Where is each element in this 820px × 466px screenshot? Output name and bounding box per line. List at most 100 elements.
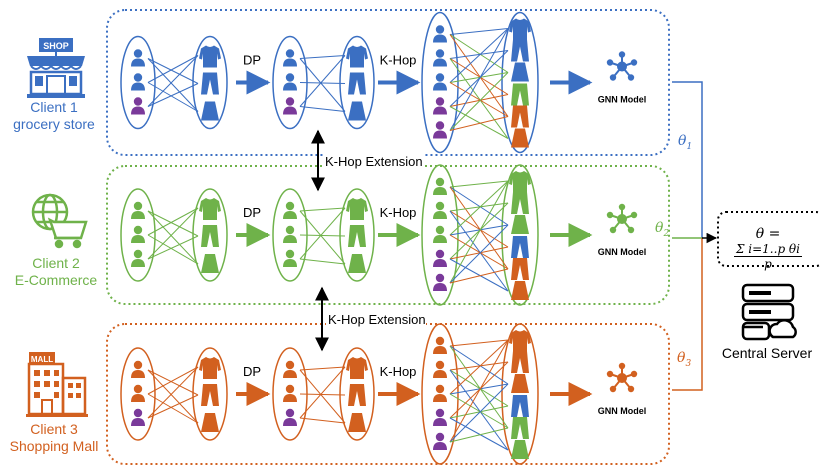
edge [147, 55, 199, 107]
theta1-link [672, 81, 703, 238]
edge [299, 55, 346, 107]
edge [147, 393, 199, 424]
edge [449, 393, 509, 429]
khop-extension-label-1: K-Hop Extension [325, 154, 423, 169]
edge [449, 258, 509, 292]
gnn-model-label: GNN Model [598, 247, 647, 257]
formula-denominator: p [764, 257, 772, 271]
user-icon [131, 73, 145, 91]
gnn-icon [606, 362, 638, 393]
edge [147, 394, 199, 419]
pants-icon [511, 417, 529, 439]
edge [449, 369, 509, 451]
user-icon [131, 49, 145, 67]
dp-label: DP [243, 364, 261, 379]
edge [147, 210, 199, 265]
formula-numerator: Σ i=1..p θi [733, 242, 802, 257]
user-icon [283, 408, 297, 426]
client2-box [106, 165, 670, 305]
user-icon [433, 360, 447, 378]
edge [147, 366, 199, 395]
user-icon [433, 384, 447, 402]
shirt-icon [509, 171, 531, 193]
edge [299, 369, 346, 424]
user-icon [131, 225, 145, 243]
edge [299, 55, 346, 59]
aggregation-formula: θ = Σ i=1..p θi p [720, 226, 816, 271]
khop-label: K-Hop [380, 364, 417, 379]
user-icon [433, 432, 447, 450]
user-icon [283, 249, 297, 267]
edge [147, 82, 199, 112]
edge [147, 369, 199, 424]
edge [299, 207, 346, 212]
khop-label: K-Hop [380, 205, 417, 220]
user-icon [131, 201, 145, 219]
user-icon [131, 249, 145, 267]
aggregation-box [717, 211, 820, 267]
user-icon [433, 225, 447, 243]
item-group [339, 347, 375, 441]
user-icon [433, 25, 447, 43]
edge [147, 207, 199, 260]
item-group [192, 188, 228, 282]
user-icon [433, 273, 447, 291]
client3-name: Client 3 [30, 421, 78, 437]
user-group [120, 35, 156, 130]
skirt-icon [201, 101, 219, 121]
edge [449, 224, 509, 236]
pants-icon [511, 105, 529, 128]
shirt-icon [509, 18, 531, 41]
edge [147, 58, 199, 112]
edge [449, 405, 509, 419]
item-group [339, 188, 375, 282]
edge [449, 58, 509, 139]
edge [449, 345, 509, 385]
item-group [192, 35, 228, 130]
gnn-icon [606, 51, 638, 81]
client3-box [106, 323, 670, 465]
dp-label: DP [243, 53, 261, 68]
edge [449, 186, 509, 270]
edge [147, 210, 199, 237]
edge [299, 58, 346, 112]
client2-name: Client 2 [32, 255, 80, 271]
edge [449, 202, 509, 212]
skirt-icon [511, 215, 529, 234]
user-icon [283, 73, 297, 91]
user-icon [283, 49, 297, 67]
edge [449, 224, 509, 284]
pants-icon [348, 72, 366, 95]
shirt-icon [199, 198, 221, 220]
edge [147, 207, 199, 236]
theta3-label: θ3 [677, 350, 692, 369]
client2-type: E-Commerce [15, 272, 98, 288]
user-icon [283, 225, 297, 243]
skirt-icon [348, 101, 366, 121]
edge [449, 186, 509, 226]
shirt-icon [509, 330, 531, 352]
edge [449, 180, 509, 188]
central-server-label: Central Server [722, 345, 813, 361]
skirt-icon [511, 62, 529, 82]
edge [449, 427, 509, 443]
pants-icon [348, 384, 366, 406]
edge [449, 339, 509, 443]
gnn-model-label: GNN Model [598, 95, 647, 105]
user-icon [433, 408, 447, 426]
user-icon [283, 360, 297, 378]
edge [147, 235, 199, 260]
client3-type: Shopping Mall [10, 438, 99, 454]
edge [299, 106, 346, 112]
theta2-label: θ2 [655, 220, 670, 239]
pants-icon [511, 258, 529, 280]
user-group [120, 347, 156, 441]
edge [299, 207, 346, 260]
svg-text:MALL: MALL [31, 355, 53, 364]
edge [299, 258, 346, 265]
pants-icon [511, 351, 529, 373]
user-icon [131, 360, 145, 378]
user-icon [433, 49, 447, 67]
pants-icon [511, 236, 529, 258]
shirt-icon [346, 198, 368, 220]
